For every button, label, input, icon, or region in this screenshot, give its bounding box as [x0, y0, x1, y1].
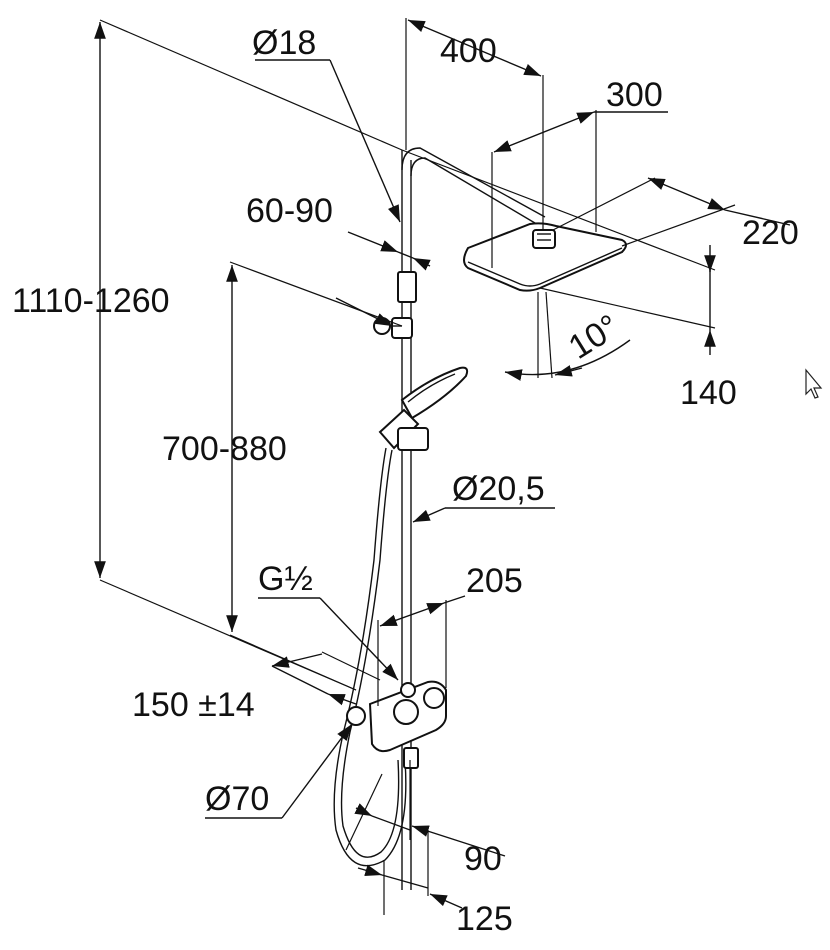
dimension-geometry [94, 18, 791, 915]
dimension-adjust-height: 700-880 [162, 430, 287, 468]
overhead-shower-head [463, 222, 627, 292]
dimension-rosette-diameter: Ø70 [205, 780, 269, 818]
dimension-spout-depth: 90 [464, 840, 502, 878]
dimension-bar-diameter: Ø18 [252, 24, 316, 62]
dimension-head-width: 300 [606, 76, 663, 114]
height-adjust-sleeve [397, 271, 417, 303]
dimension-mixer-depth: 125 [456, 900, 513, 938]
hand-shower [378, 366, 469, 451]
dimension-head-depth: 220 [742, 214, 799, 252]
thermostatic-mixer [346, 680, 447, 769]
mouse-cursor-icon [805, 368, 823, 399]
dimension-tilt-angle: 10° [562, 307, 626, 366]
dimension-arm-length: 400 [440, 32, 497, 70]
shower-hose [333, 447, 407, 867]
wall-bracket [373, 317, 413, 339]
dimension-rail-diameter: Ø20,5 [452, 470, 545, 508]
dimension-connection-thread: G½ [258, 560, 313, 598]
dimension-overall-height: 1110-1260 [12, 282, 170, 320]
dimension-head-thickness: 140 [680, 374, 737, 412]
dimension-wall-offset: 150 ±14 [132, 686, 255, 724]
dimension-holder-range: 60-90 [246, 192, 333, 230]
dimension-mixer-width: 205 [466, 562, 523, 600]
